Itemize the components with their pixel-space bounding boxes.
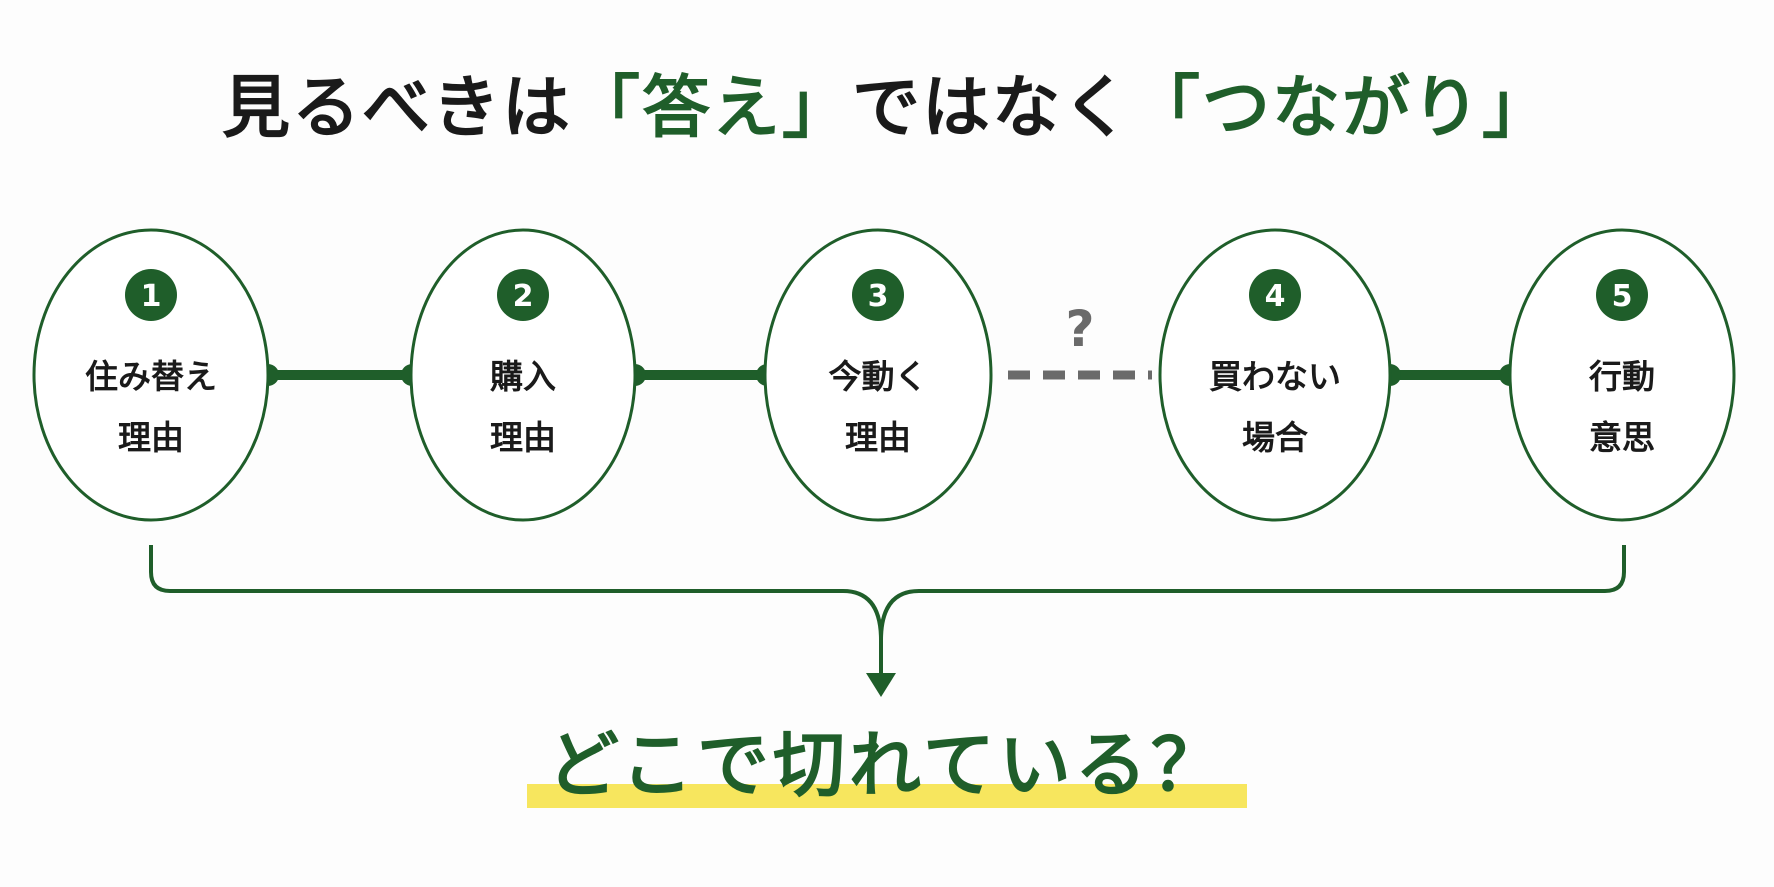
node-4: 4 買わない 場合 bbox=[1158, 228, 1392, 522]
node-label-line1: 買わない bbox=[1209, 357, 1341, 396]
node-ellipse bbox=[409, 228, 637, 522]
number-badge bbox=[125, 269, 177, 321]
node-2: 2 購入 理由 bbox=[409, 228, 637, 522]
number-badge bbox=[1249, 269, 1301, 321]
node-label-line2: 理由 bbox=[118, 418, 184, 457]
number-badge-label: 2 bbox=[513, 279, 534, 314]
title-part-1: 見るべきは bbox=[221, 69, 572, 148]
number-badge-label: 1 bbox=[141, 279, 162, 314]
title-part-3: ではなく bbox=[852, 69, 1133, 148]
node-5: 5 行動 意思 bbox=[1508, 228, 1736, 522]
conclusion-text: どこで切れている？ bbox=[547, 723, 1227, 807]
node-3: 3 今動く 理由 bbox=[763, 228, 993, 522]
node-ellipse bbox=[32, 228, 270, 522]
number-badge bbox=[497, 269, 549, 321]
number-badge-label: 4 bbox=[1265, 279, 1286, 314]
number-badge-label: 3 bbox=[868, 279, 889, 314]
number-badge bbox=[1596, 269, 1648, 321]
node-ellipse bbox=[1158, 228, 1392, 522]
node-label-line1: 購入 bbox=[490, 357, 556, 396]
number-badge bbox=[852, 269, 904, 321]
node-label-line1: 住み替え bbox=[85, 357, 217, 396]
node-ellipse bbox=[1508, 228, 1736, 522]
diagram-title: 見るべきは「答え」ではなく「つながり」 bbox=[0, 52, 1774, 151]
question-mark: ? bbox=[1065, 300, 1094, 358]
highlight-bar bbox=[527, 784, 1247, 808]
node-label-line1: 今動く bbox=[829, 357, 928, 396]
summary-bracket bbox=[149, 545, 1626, 675]
title-part-connection: 「つながり」 bbox=[1132, 69, 1553, 148]
node-label-line1: 行動 bbox=[1588, 357, 1655, 396]
number-badge-label: 5 bbox=[1612, 279, 1633, 314]
node-label-line2: 場合 bbox=[1242, 418, 1308, 457]
arrow-head-icon bbox=[866, 673, 896, 697]
node-label-line2: 理由 bbox=[490, 418, 556, 457]
node-label-line2: 理由 bbox=[845, 418, 911, 457]
conclusion: どこで切れている？ bbox=[527, 720, 1247, 810]
node-label-line2: 意思 bbox=[1589, 418, 1655, 457]
node-ellipse bbox=[763, 228, 993, 522]
node-1: 1 住み替え 理由 bbox=[32, 228, 270, 522]
title-part-answer: 「答え」 bbox=[571, 69, 852, 148]
conclusion-area: どこで切れている？ bbox=[0, 720, 1774, 810]
